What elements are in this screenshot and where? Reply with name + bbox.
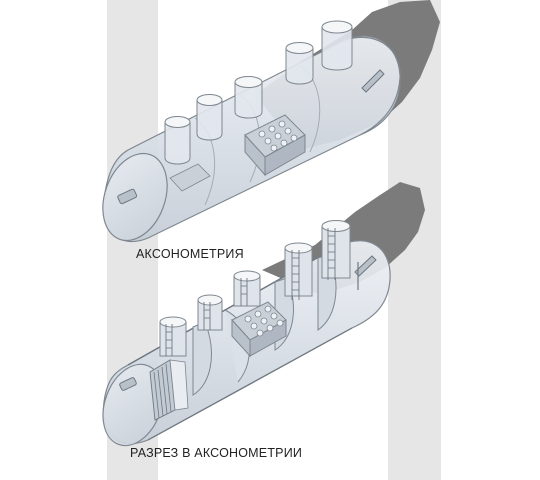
riser-4-top xyxy=(285,42,314,85)
tank-section xyxy=(102,182,425,447)
riser-4-bottom xyxy=(284,242,313,300)
riser-2-top xyxy=(196,94,223,141)
riser-1-top xyxy=(164,116,191,165)
filter-media-block-bottom xyxy=(231,301,287,358)
inlet-pipe-bottom xyxy=(119,377,137,391)
caption-section-axonometry: РАЗРЕЗ В АКСОНОМЕТРИИ xyxy=(130,446,303,460)
riser-5-bottom xyxy=(321,220,351,280)
tank-axonometry xyxy=(102,0,440,243)
riser-1-bottom xyxy=(159,316,187,357)
lamella-pack xyxy=(149,359,189,421)
tank-end-cap-right xyxy=(344,36,401,136)
riser-5-top xyxy=(321,20,353,71)
riser-2-bottom xyxy=(197,294,223,331)
caption-axonometry: АКСОНОМЕТРИЯ xyxy=(136,247,244,261)
riser-3-top xyxy=(234,76,263,119)
inlet-pipe-top xyxy=(117,188,138,205)
filter-media-block-top xyxy=(244,114,306,177)
riser-3-bottom xyxy=(233,270,261,307)
